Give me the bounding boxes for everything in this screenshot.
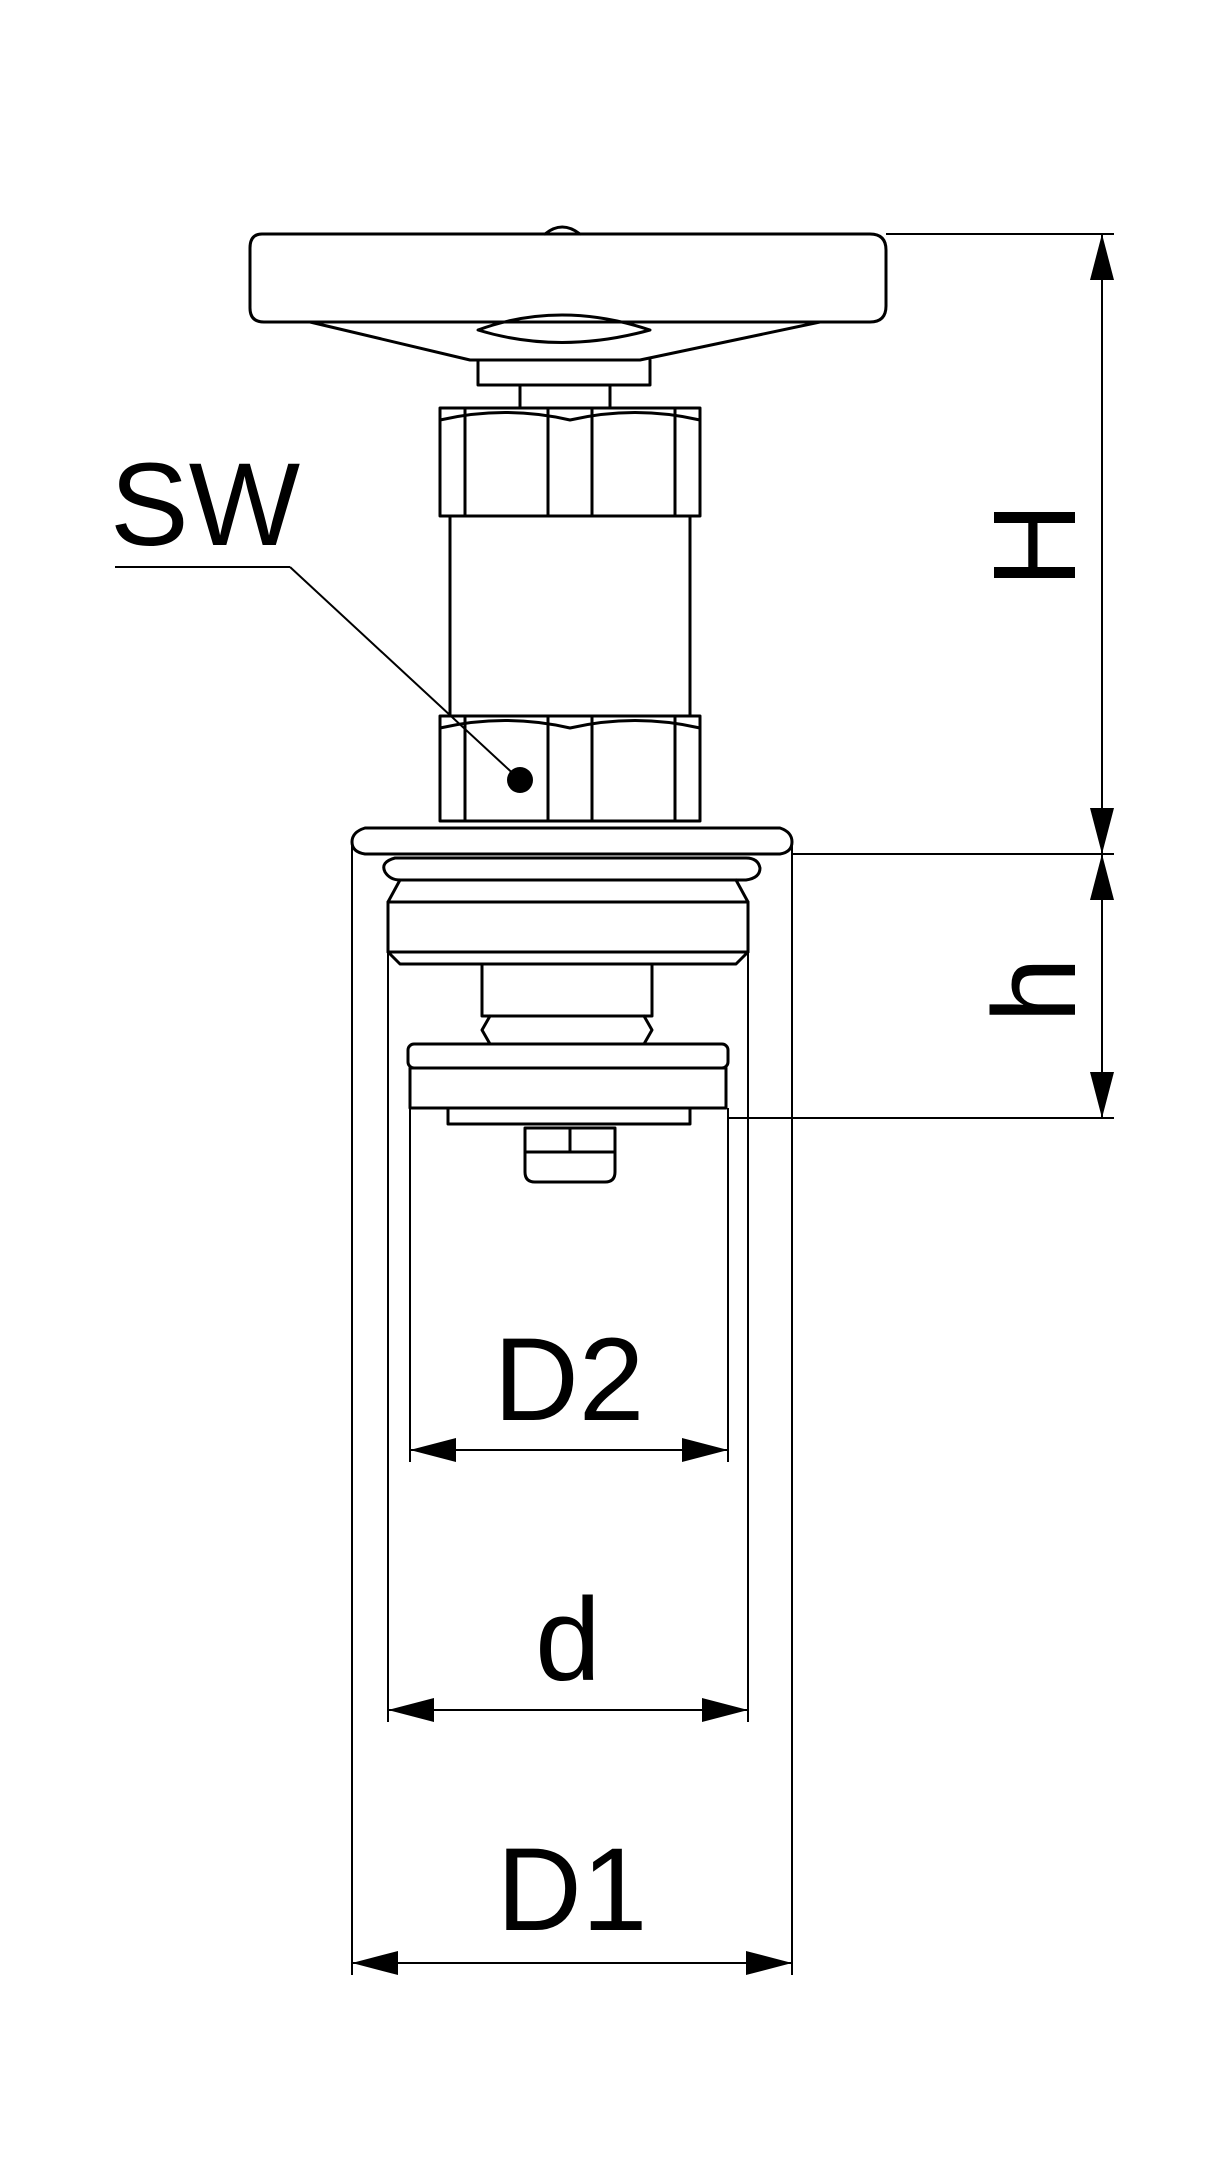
dimension-d — [387, 902, 749, 1722]
lower-hex-nut — [438, 714, 702, 823]
label-D1: D1 — [497, 1824, 648, 1956]
label-D2: D2 — [494, 1314, 645, 1446]
label-h: h — [969, 957, 1101, 1023]
bottom-nut — [523, 1126, 617, 1184]
handwheel — [248, 225, 888, 410]
valve-disc — [406, 1042, 730, 1126]
flange — [350, 826, 794, 882]
label-sw: SW — [110, 439, 300, 571]
stem-body — [448, 514, 692, 718]
sw-leader — [115, 566, 533, 793]
seat-housing — [386, 878, 750, 966]
dimension-H — [792, 233, 1114, 855]
dimension-D2 — [409, 1108, 729, 1462]
label-H: H — [969, 502, 1101, 587]
upper-hex-nut — [438, 406, 702, 518]
spindle — [480, 962, 654, 1046]
dimension-D1 — [351, 842, 793, 1975]
label-d: d — [535, 1574, 601, 1706]
